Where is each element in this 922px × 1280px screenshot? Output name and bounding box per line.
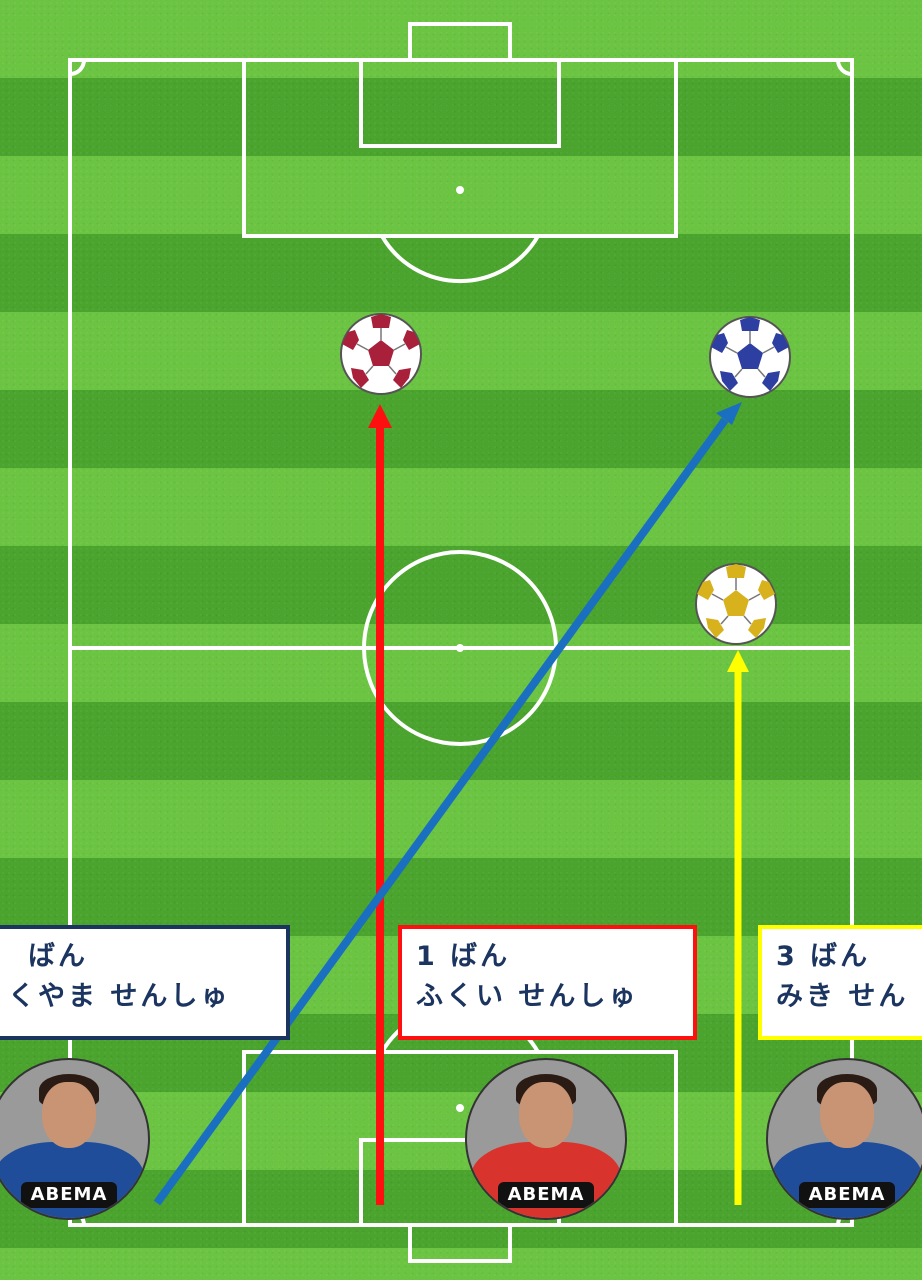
- player-number-label: ばん: [28, 941, 88, 972]
- player-label-middle: 1 ばん ふくい せんしゅ: [398, 925, 697, 1040]
- center-spot: [456, 644, 464, 652]
- player-photo-right: ABEMA: [766, 1058, 922, 1220]
- top-penalty-spot: [456, 186, 464, 194]
- player-label-right: 3 ばん みき せん: [758, 925, 922, 1040]
- player-photo-left: ABEMA: [0, 1058, 150, 1220]
- player-name-label: ふくい せんしゅ: [416, 981, 639, 1012]
- arrow-yellow: [727, 650, 749, 1205]
- top-penalty-arc: [380, 235, 540, 284]
- jersey: [471, 1142, 621, 1218]
- player-label-left: ばん くやま せんしゅ: [0, 925, 290, 1040]
- player-face: [820, 1082, 874, 1148]
- jersey: [772, 1142, 922, 1218]
- sponsor-logo: ABEMA: [799, 1182, 895, 1208]
- top-goal-area: [359, 58, 561, 148]
- player-number-label: 3 ばん: [776, 941, 871, 972]
- bottom-penalty-spot: [456, 1104, 464, 1112]
- player-face: [42, 1082, 96, 1148]
- player-face: [519, 1082, 573, 1148]
- arrow-red: [368, 404, 392, 1205]
- jersey: [0, 1142, 144, 1218]
- corner-arc-tl: [69, 59, 86, 76]
- bottom-goal: [408, 1223, 512, 1263]
- arrow-blue: [153, 402, 742, 1206]
- player-photo-middle: ABEMA: [465, 1058, 627, 1220]
- sponsor-logo: ABEMA: [498, 1182, 594, 1208]
- player-name-label: くやま せんしゅ: [8, 981, 231, 1012]
- sponsor-logo: ABEMA: [21, 1182, 117, 1208]
- corner-arc-tr: [836, 59, 853, 76]
- player-number-label: 1 ばん: [416, 941, 511, 972]
- player-name-label: みき せん: [776, 981, 909, 1012]
